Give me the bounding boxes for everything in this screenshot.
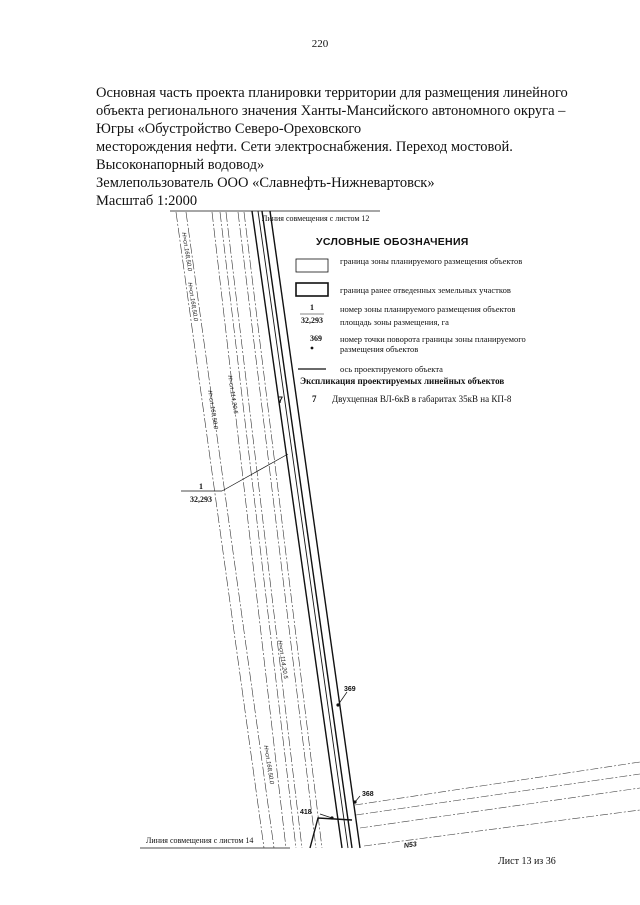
title-line: Югры «Обустройство Северо-Ореховского (96, 121, 362, 137)
title-line: Высоконапорный водовод» (96, 157, 265, 173)
title-line: Масштаб 1:2000 (96, 193, 198, 209)
page-number: 220 (311, 38, 329, 50)
legend-zone-area-text: площадь зоны размещения, га (340, 317, 449, 327)
title-line: Землепользователь ООО «Славнефть-Нижнева… (96, 175, 435, 191)
legend-prev-plots-symbol (295, 282, 329, 297)
legend-title: УСЛОВНЫЕ ОБОЗНАЧЕНИЯ (316, 236, 469, 248)
title-line: объекта регионального значения Ханты-Ман… (96, 103, 566, 119)
explication-item-num: 7 (312, 394, 317, 404)
bottom-match-line-label: Линия совмещения с листом 14 (146, 836, 254, 845)
title-line: месторождения нефти. Сети электроснабжен… (96, 139, 513, 155)
zone-area-label: 32,293 (190, 495, 212, 504)
legend-zone-num-text: номер зоны планируемого размещения объек… (340, 304, 516, 314)
point-marker (353, 800, 357, 804)
object-axis (257, 210, 349, 849)
title-line: Основная часть проекта планировки террит… (96, 85, 568, 101)
point-label: 369 (344, 686, 356, 693)
legend-point-symbol (310, 346, 314, 350)
point-label: 368 (362, 791, 374, 798)
legend-point-num: 369 (310, 334, 322, 343)
document-title: Основная часть проекта планировки террит… (96, 84, 568, 210)
legend-zone-symbol (295, 258, 329, 273)
legend-zone-text: граница зоны планируемого размещения объ… (340, 256, 523, 266)
point-marker (330, 816, 334, 820)
legend-prev-plots-text: граница ранее отведенных земельных участ… (340, 285, 511, 295)
point-label: 418 (300, 809, 312, 816)
explication-title: Экспликация проектируемых линейных объек… (300, 376, 505, 386)
explication-item-text: Двухцепная ВЛ-6кВ в габаритах 35кВ на КП… (332, 394, 512, 404)
legend-axis-text: ось проектируемого объекта (340, 364, 443, 374)
zone-number-label: 1 (199, 482, 203, 491)
sheet-number: Лист 13 из 36 (498, 856, 556, 867)
top-match-line-label: Линия совмещения с листом 12 (262, 214, 370, 223)
object-number-label: 7 (278, 395, 284, 405)
point-marker (336, 703, 340, 707)
easement-lines (175, 211, 323, 849)
leader-lines (181, 453, 361, 819)
crossing-road (354, 761, 640, 847)
legend-zone-num-bottom: 32,293 (301, 316, 323, 325)
legend-point-text: номер точки поворота границы зоны планир… (340, 334, 526, 354)
zone-boundary (251, 210, 361, 849)
legend-zone-num-top: 1 (310, 303, 314, 312)
